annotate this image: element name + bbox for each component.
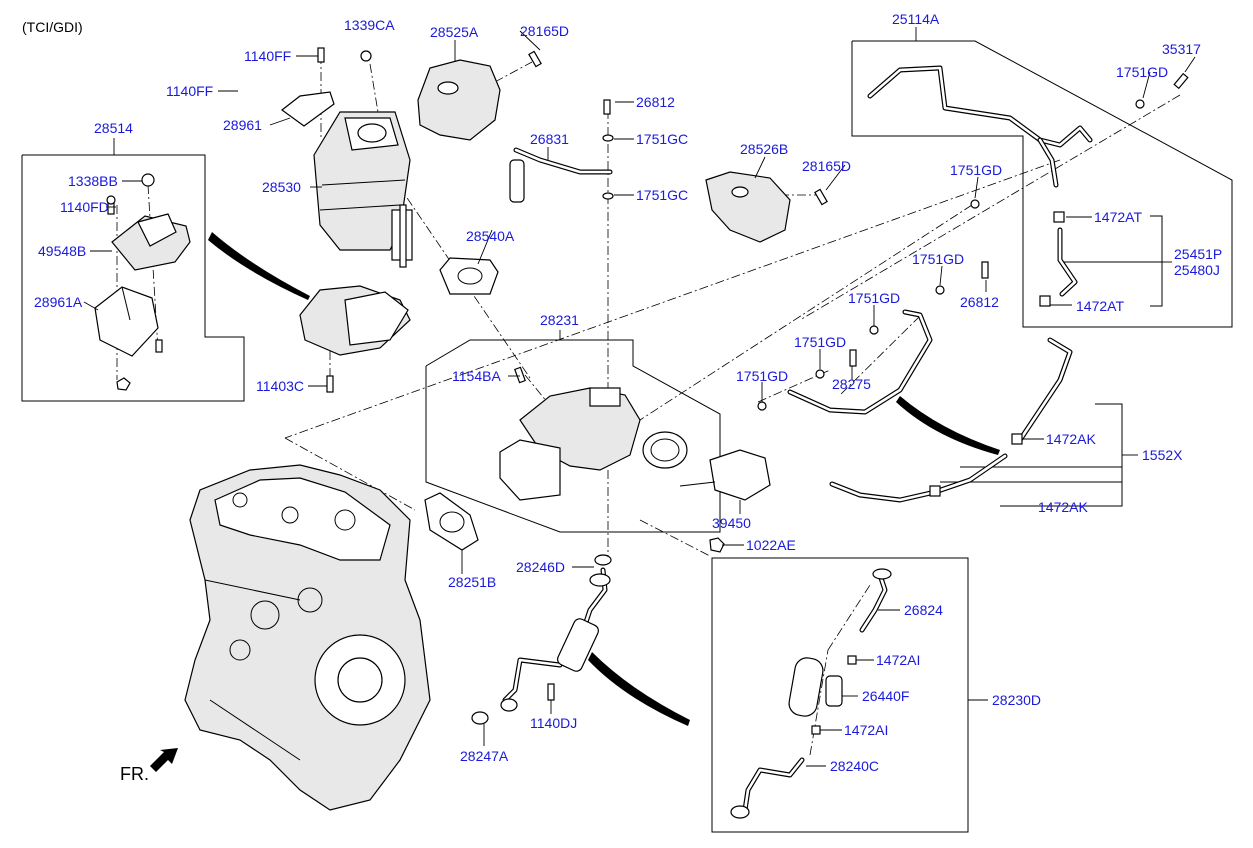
nut-1022AE: [709, 537, 725, 553]
hose-25451P: [1039, 211, 1078, 307]
engine-block: [184, 464, 431, 811]
label-25114A[interactable]: 25114A: [892, 11, 940, 27]
label-1552X[interactable]: 1552X: [1142, 447, 1183, 463]
label-28530[interactable]: 28530: [262, 179, 301, 195]
label-1140DJ[interactable]: 1140DJ: [530, 715, 577, 731]
label-28230D[interactable]: 28230D: [992, 692, 1041, 708]
label-39450[interactable]: 39450: [712, 515, 751, 531]
label-28247A[interactable]: 28247A: [460, 748, 509, 764]
callout-arrows: [208, 232, 1000, 726]
label-28240C[interactable]: 28240C: [830, 758, 879, 774]
label-1751GD-f[interactable]: 1751GD: [736, 368, 788, 384]
label-1140FD[interactable]: 1140FD: [60, 199, 109, 215]
label-49548B[interactable]: 49548B: [38, 243, 86, 259]
label-1472AI-a[interactable]: 1472AI: [876, 652, 920, 668]
oil-drain-pipe: [471, 554, 612, 725]
label-1339CA[interactable]: 1339CA: [344, 17, 395, 33]
label-1751GD-b[interactable]: 1751GD: [950, 162, 1002, 178]
label-1751GD-d[interactable]: 1751GD: [848, 290, 900, 306]
label-28961[interactable]: 28961: [223, 117, 262, 133]
heat-shield-28525A: [417, 50, 542, 141]
part-labels: 1339CA 1140FF 1140FF 28961 28514 1338BB …: [34, 11, 1222, 774]
bracket-assembly-28514: [94, 173, 191, 391]
front-direction-indicator: FR.: [120, 748, 178, 784]
label-28251B[interactable]: 28251B: [448, 574, 496, 590]
bracket-1552X: [1095, 403, 1123, 507]
label-28165D-a[interactable]: 28165D: [520, 23, 569, 39]
leader-lines: [83, 30, 1196, 767]
box-28514: [21, 154, 245, 402]
label-1140FF-b[interactable]: 1140FF: [166, 83, 213, 99]
label-1751GC-a[interactable]: 1751GC: [636, 131, 688, 147]
oil-feed-pipe-26831: [509, 99, 614, 203]
label-1022AE[interactable]: 1022AE: [746, 537, 796, 553]
label-28246D[interactable]: 28246D: [516, 559, 565, 575]
label-1751GC-b[interactable]: 1751GC: [636, 187, 688, 203]
label-28165D-b[interactable]: 28165D: [802, 158, 851, 174]
heat-shield-28526B: [705, 171, 828, 243]
label-1472AT-a[interactable]: 1472AT: [1094, 209, 1142, 225]
label-26824[interactable]: 26824: [904, 602, 943, 618]
oil-pipe-assembly-28230D: [730, 568, 892, 819]
label-11403C[interactable]: 11403C: [256, 378, 304, 394]
label-26812-a[interactable]: 26812: [636, 94, 675, 110]
label-25451P[interactable]: 25451P: [1174, 246, 1222, 262]
bracket-25451P: [1150, 215, 1163, 307]
label-26440F[interactable]: 26440F: [862, 688, 909, 704]
front-label: FR.: [120, 764, 149, 784]
lower-heat-shield: [299, 285, 411, 393]
box-28231: [425, 339, 721, 533]
label-1751GD-a[interactable]: 1751GD: [1116, 64, 1168, 80]
water-pipe-25114A: [867, 65, 1189, 209]
variant-label: (TCI/GDI): [22, 19, 83, 35]
box-25114A: [851, 40, 1233, 328]
label-26812-b[interactable]: 26812: [960, 294, 999, 310]
label-35317[interactable]: 35317: [1162, 41, 1201, 57]
label-28231[interactable]: 28231: [540, 312, 579, 328]
turbocharger-28231: [499, 366, 771, 501]
label-1472AI-b[interactable]: 1472AI: [844, 722, 888, 738]
water-return-pipe: [757, 261, 989, 415]
label-28275[interactable]: 28275: [832, 376, 871, 392]
label-1751GD-c[interactable]: 1751GD: [912, 251, 964, 267]
front-arrow-icon: [150, 748, 178, 772]
gasket-28540A: [439, 257, 499, 295]
pipe-assembly-1552X: [829, 337, 1073, 503]
label-26831[interactable]: 26831: [530, 131, 569, 147]
label-28961A[interactable]: 28961A: [34, 294, 83, 310]
label-28540A[interactable]: 28540A: [466, 228, 515, 244]
label-25480J[interactable]: 25480J: [1174, 262, 1220, 278]
label-28526B[interactable]: 28526B: [740, 141, 788, 157]
label-1154BA[interactable]: 1154BA: [452, 368, 501, 384]
label-1472AT-b[interactable]: 1472AT: [1076, 298, 1124, 314]
label-1472AK-a[interactable]: 1472AK: [1046, 431, 1096, 447]
label-28514[interactable]: 28514: [94, 120, 133, 136]
box-28230D: [711, 557, 969, 833]
label-1751GD-e[interactable]: 1751GD: [794, 334, 846, 350]
catalytic-converter-28530: [281, 47, 413, 268]
label-1472AK-b[interactable]: 1472AK: [1038, 499, 1088, 515]
gasket-28251B: [424, 492, 479, 551]
label-1338BB[interactable]: 1338BB: [68, 173, 118, 189]
label-28525A[interactable]: 28525A: [430, 24, 479, 40]
label-1140FF-a[interactable]: 1140FF: [244, 48, 291, 64]
